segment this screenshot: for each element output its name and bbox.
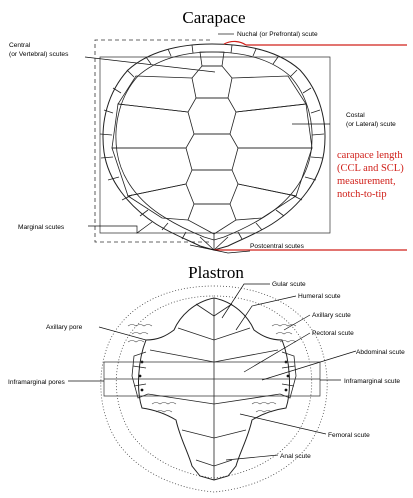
nuchal-scute [200, 52, 224, 66]
label-nuchal-scute: Nuchal (or Prefrontal) scute [237, 31, 318, 38]
label-postcentral-scutes: Postcentral scutes [250, 243, 305, 250]
label-costal-line2: (or Lateral) scute [346, 121, 396, 128]
label-anal-scute: Anal scute [280, 453, 311, 460]
label-gular-scute: Gular scute [272, 281, 306, 288]
inframarginal-scallops [128, 325, 296, 413]
plastron-scute-seams [148, 298, 280, 480]
label-humeral-scute: Humeral scute [298, 293, 341, 300]
label-inframarginal-pores: Inframarginal pores [8, 379, 66, 386]
label-abdominal-scute: Abdominal scute [356, 349, 405, 356]
measurement-note-line1: carapace length [337, 150, 403, 161]
label-marginal-scutes: Marginal scutes [18, 224, 65, 231]
carapace-title: Carapace [182, 8, 245, 27]
label-axillary-scute: Axillary scute [312, 312, 351, 319]
label-pectoral-scute: Pectoral scute [312, 330, 354, 337]
label-central-line1: Central [9, 42, 31, 49]
label-inframarginal-scute: Inframarginal scute [344, 378, 400, 385]
label-femoral-scute: Femoral scute [328, 432, 370, 439]
label-central-line2: (or Vertebral) scutes [9, 51, 69, 58]
carapace-leader-lines [85, 34, 330, 253]
vertebral-scutes [186, 66, 238, 234]
measurement-note-line3: measurement, [337, 176, 396, 187]
plastron-title: Plastron [188, 263, 244, 282]
measurement-note-line4: notch-to-tip [337, 189, 387, 200]
label-axillary-pore: Axillary pore [46, 324, 83, 331]
plastron-leader-lines [68, 284, 356, 460]
measurement-note-line2: (CCL and SCL) [337, 163, 404, 174]
label-costal-line1: Costal [346, 112, 365, 119]
